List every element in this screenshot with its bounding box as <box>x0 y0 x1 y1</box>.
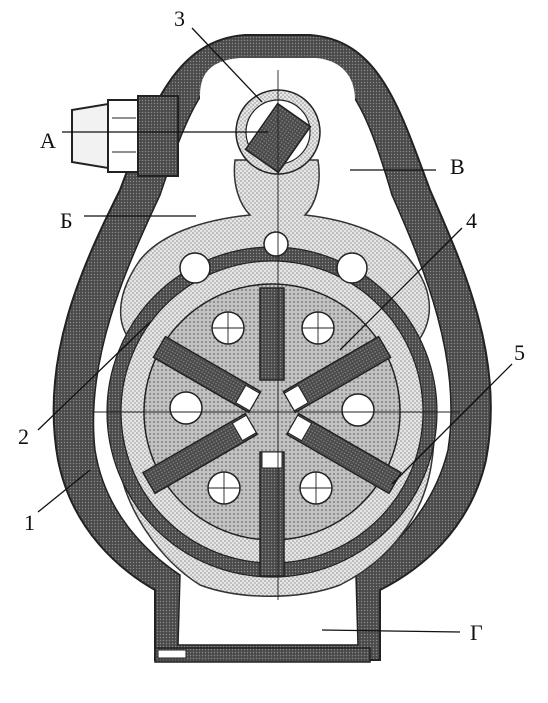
label-part-4: 4 <box>466 208 477 233</box>
label-point-v: В <box>450 154 465 179</box>
label-point-g: Г <box>470 620 483 645</box>
inlet-nozzle <box>71 95 179 177</box>
leader-lines <box>37 27 513 633</box>
label-part-3: 3 <box>174 6 185 31</box>
label-part-2: 2 <box>18 424 29 449</box>
label-point-a: А <box>40 128 56 153</box>
bottom-plate <box>154 647 371 663</box>
centre-axes <box>92 70 460 600</box>
label-point-b: Б <box>60 208 73 233</box>
body-bolt-holes <box>179 231 368 284</box>
vanes <box>141 287 403 577</box>
label-part-1: 1 <box>24 510 35 535</box>
label-part-5: 5 <box>514 340 525 365</box>
